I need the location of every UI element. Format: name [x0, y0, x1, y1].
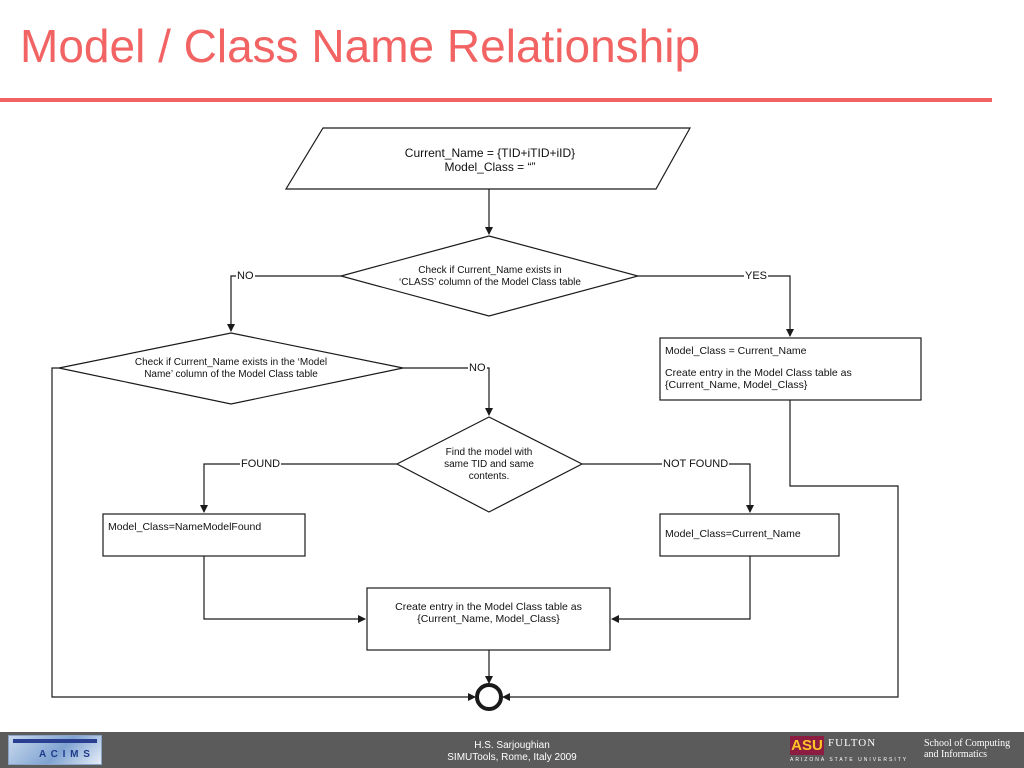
notfound-box-text: Model_Class=Current_Name: [665, 528, 801, 540]
edge-label-no-2: NO: [468, 362, 487, 375]
find-model-text: Find the model with same TID and same co…: [444, 447, 534, 482]
edge-set-current-to-end: [502, 400, 899, 701]
edge-label-not-found: NOT FOUND: [662, 458, 730, 471]
edge-found: [200, 463, 397, 513]
footer-bar: [0, 732, 1024, 768]
title-rule: [0, 98, 992, 102]
edge-label-found: FOUND: [240, 458, 282, 471]
edge-yes: [638, 275, 794, 337]
slide-title: Model / Class Name Relationship: [20, 20, 701, 72]
asu-mark: ASU: [790, 736, 824, 755]
start-text: Current_Name = {TID+iTID+iID} Model_Clas…: [404, 146, 576, 174]
footer-credit: H.S. Sarjoughian SIMUTools, Rome, Italy …: [447, 740, 577, 763]
edge-not-found: [582, 463, 754, 513]
create-entry-box: [366, 587, 611, 651]
check-model-name-diamond: [58, 332, 404, 405]
edge-found-name-to-end: [51, 367, 476, 701]
fulton-wordmark: FULTON: [828, 737, 877, 749]
find-model-diamond: [395, 416, 584, 513]
set-current-text: Model_Class = Current_Name Create entry …: [665, 345, 852, 391]
check-class-text: Check if Current_Name exists in ‘CLASS’ …: [399, 265, 581, 288]
found-box-text: Model_Class=NameModelFound: [108, 521, 262, 533]
end-circle: [475, 683, 503, 711]
notfound-box: [659, 513, 840, 557]
edge-found-to-create: [203, 556, 366, 623]
found-box: [102, 513, 306, 557]
asu-subline: ARIZONA STATE UNIVERSITY: [790, 757, 909, 763]
edge-no-2: [403, 367, 493, 416]
edge-label-yes: YES: [744, 270, 769, 283]
school-name: School of Computing and Informatics: [924, 738, 1011, 760]
check-class-diamond: [338, 235, 641, 317]
edge-label-no-1: NO: [236, 270, 255, 283]
start-parallelogram: [284, 127, 692, 190]
set-current-box: [659, 337, 922, 401]
edge-no-1: [227, 275, 341, 332]
edge-notfound-to-create: [611, 556, 751, 623]
asu-fulton-logo: ASU FULTON ARIZONA STATE UNIVERSITY: [790, 736, 920, 764]
acims-logo: A C I M S: [8, 735, 102, 765]
create-entry-text: Create entry in the Model Class table as…: [395, 601, 582, 625]
check-model-name-text: Check if Current_Name exists in the ‘Mod…: [134, 357, 328, 380]
acims-logo-word: A C I M S: [39, 749, 91, 760]
